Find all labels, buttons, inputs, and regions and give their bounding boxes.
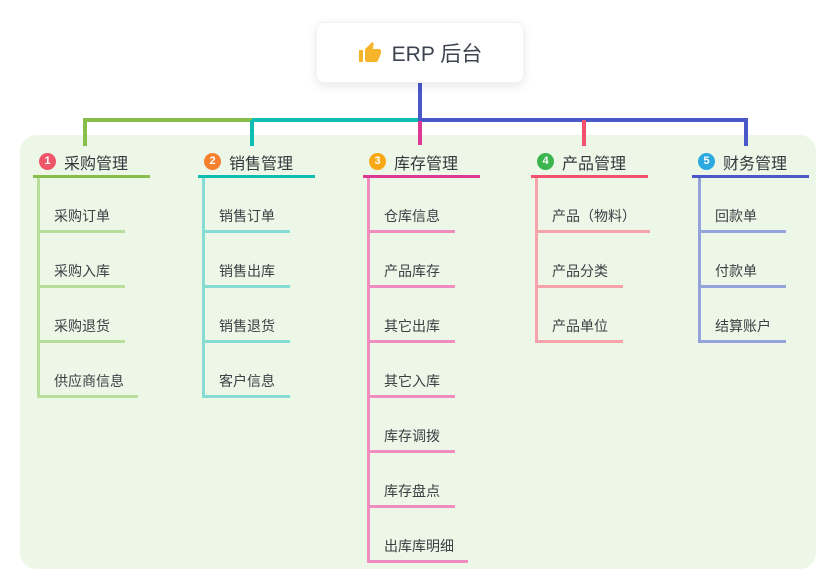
child-node[interactable]: 采购入库 [37, 253, 125, 288]
branch-label: 产品管理 [562, 155, 627, 173]
child-node[interactable]: 销售出库 [202, 253, 290, 288]
child-connector-line [367, 178, 370, 563]
child-node[interactable]: 销售退货 [202, 308, 290, 343]
child-connector-line [535, 178, 538, 343]
branch-node-purchase[interactable]: 1 采购管理 [33, 148, 150, 178]
child-node[interactable]: 供应商信息 [37, 363, 138, 398]
child-connector-line [202, 178, 205, 398]
branch-node-sales[interactable]: 2 销售管理 [198, 148, 315, 178]
children-group-purchase: 采购订单 采购入库 采购退货 供应商信息 [37, 178, 138, 398]
root-node[interactable]: ERP 后台 [316, 22, 524, 83]
children-group-sales: 销售订单 销售出库 销售退货 客户信息 [202, 178, 290, 398]
child-node[interactable]: 客户信息 [202, 363, 290, 398]
child-node[interactable]: 销售订单 [202, 198, 290, 233]
thumbs-up-icon [358, 41, 381, 62]
child-node[interactable]: 库存盘点 [367, 473, 455, 508]
thumbs-up-path [358, 41, 381, 62]
child-connector-line [37, 178, 40, 398]
children-group-product: 产品（物料） 产品分类 产品单位 [535, 178, 650, 343]
branch-node-product[interactable]: 4 产品管理 [531, 148, 648, 178]
child-node[interactable]: 付款单 [698, 253, 786, 288]
child-node[interactable]: 库存调拨 [367, 418, 455, 453]
branch-label: 财务管理 [723, 155, 788, 173]
branch-number-badge: 4 [537, 153, 554, 170]
children-group-finance: 回款单 付款单 结算账户 [698, 178, 786, 343]
child-node[interactable]: 采购订单 [37, 198, 125, 233]
child-connector-line [698, 178, 701, 343]
branch-number-badge: 1 [39, 153, 56, 170]
child-node[interactable]: 产品分类 [535, 253, 623, 288]
branch-label: 销售管理 [229, 155, 294, 173]
child-node[interactable]: 仓库信息 [367, 198, 455, 233]
child-node[interactable]: 产品（物料） [535, 198, 650, 233]
child-node[interactable]: 采购退货 [37, 308, 125, 343]
branches-panel [20, 135, 816, 569]
child-node[interactable]: 其它入库 [367, 363, 455, 398]
branch-label: 采购管理 [64, 155, 129, 173]
children-group-inventory: 仓库信息 产品库存 其它出库 其它入库 库存调拨 库存盘点 出库库明细 [367, 178, 468, 563]
branch-node-finance[interactable]: 5 财务管理 [692, 148, 809, 178]
branch-number-badge: 2 [204, 153, 221, 170]
child-node[interactable]: 结算账户 [698, 308, 786, 343]
child-node[interactable]: 产品单位 [535, 308, 623, 343]
branch-node-inventory[interactable]: 3 库存管理 [363, 148, 480, 178]
child-node[interactable]: 出库库明细 [367, 528, 468, 563]
child-node[interactable]: 产品库存 [367, 253, 455, 288]
child-node[interactable]: 其它出库 [367, 308, 455, 343]
root-title: ERP 后台 [391, 42, 483, 66]
child-node[interactable]: 回款单 [698, 198, 786, 233]
branch-label: 库存管理 [394, 155, 459, 173]
branch-number-badge: 3 [369, 153, 386, 170]
branch-number-badge: 5 [698, 153, 715, 170]
